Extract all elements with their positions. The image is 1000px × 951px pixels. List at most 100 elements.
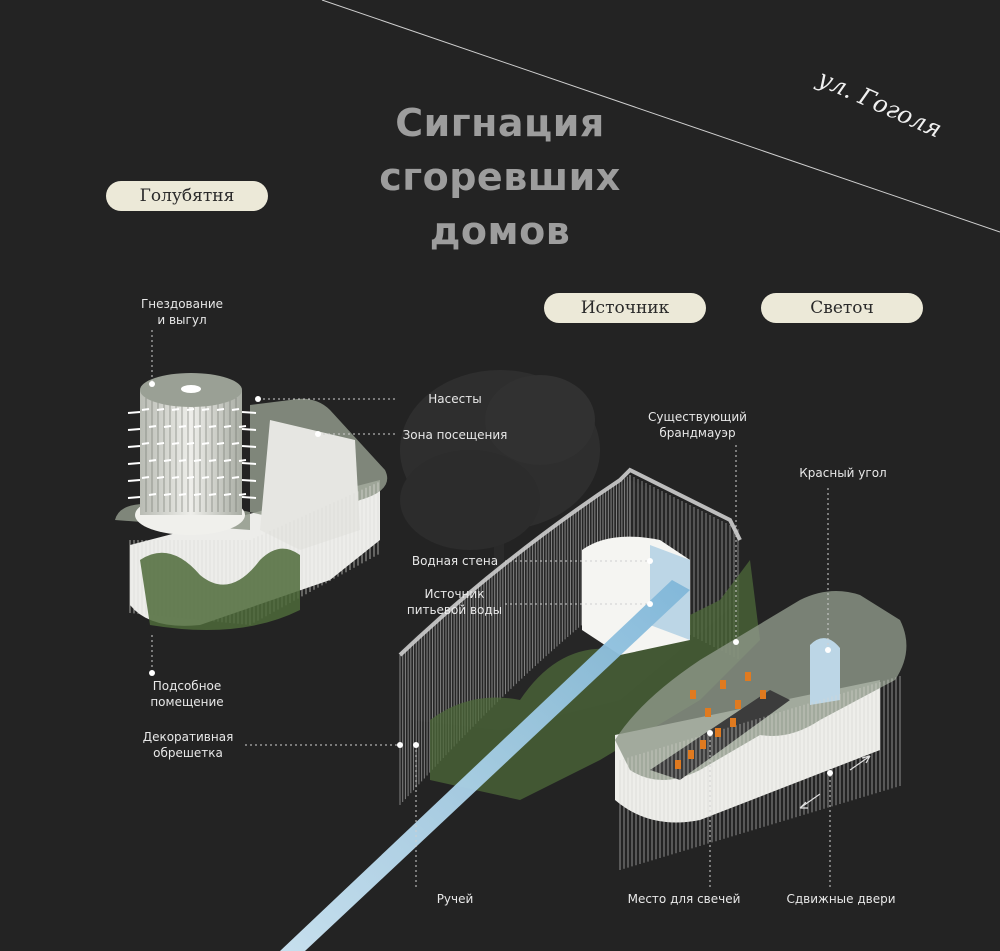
hatch-stroke xyxy=(231,408,240,411)
hatch-stroke xyxy=(208,493,217,496)
hatch-stroke xyxy=(178,459,187,462)
hatch-stroke xyxy=(201,476,210,479)
hatch-stroke xyxy=(156,408,165,411)
hatch-stroke xyxy=(148,425,157,428)
leader-dots xyxy=(149,381,833,776)
label-perches: Насесты xyxy=(428,392,482,406)
candle xyxy=(720,680,726,689)
hatch-stroke xyxy=(148,459,157,462)
hatch-stroke xyxy=(186,476,195,479)
hatch-stroke xyxy=(163,425,172,428)
source-and-beacon-buildings xyxy=(398,467,907,870)
label-candle-place: Место для свечей xyxy=(627,892,741,906)
tag-source: Источник xyxy=(544,293,706,323)
hatch-stroke xyxy=(201,442,210,445)
page-title: Сигнация сгоревших домов xyxy=(300,96,700,258)
leader-lines xyxy=(151,330,831,890)
tag-dovecote: Голубятня xyxy=(106,181,268,211)
candle xyxy=(705,708,711,717)
hatch-stroke xyxy=(216,408,225,411)
label-drinking-water: Источник питьевой воды xyxy=(402,586,507,618)
label-decorative-lattice: Декоративная обрешетка xyxy=(138,729,238,761)
title-line-2: сгоревших xyxy=(379,155,621,199)
candle xyxy=(688,750,694,759)
hatch-stroke xyxy=(127,428,141,431)
hatch-stroke xyxy=(223,425,232,428)
candle xyxy=(715,728,721,737)
label-utility-line-1: Подсобное xyxy=(152,679,222,693)
stream-water xyxy=(280,580,690,951)
hatch-stroke xyxy=(241,479,257,482)
candle xyxy=(700,740,706,749)
label-nesting-line-1: Гнездование xyxy=(140,297,224,311)
street-line xyxy=(321,0,1000,233)
hatch-stroke xyxy=(156,442,165,445)
title-line-1: Сигнация xyxy=(395,101,605,145)
nest-opening xyxy=(181,385,201,393)
label-existing-firewall: Существующий брандмауэр xyxy=(640,409,755,441)
hatch-stroke xyxy=(208,459,217,462)
hatch-stroke xyxy=(171,442,180,445)
greenery xyxy=(140,548,300,630)
sliding-door-arrows xyxy=(799,755,871,809)
label-drinking-line-2: питьевой воды xyxy=(406,603,503,617)
label-sliding-doors: Сдвижные двери xyxy=(786,892,896,906)
label-utility-room: Подсобное помещение xyxy=(137,678,237,710)
hatch-stroke xyxy=(127,445,141,448)
candle xyxy=(675,760,681,769)
hatch-stroke xyxy=(216,442,225,445)
candle xyxy=(745,672,751,681)
label-utility-line-2: помещение xyxy=(150,695,224,709)
hatch-stroke xyxy=(178,425,187,428)
hatch-stroke xyxy=(231,442,240,445)
label-firewall-line-1: Существующий xyxy=(648,410,747,424)
hatch-stroke xyxy=(201,408,210,411)
hatch-stroke xyxy=(193,459,202,462)
dovecote-building xyxy=(115,373,388,630)
label-nesting: Гнездование и выгул xyxy=(132,296,232,328)
hatch-stroke xyxy=(171,476,180,479)
hatch-stroke xyxy=(127,462,141,465)
candle xyxy=(760,690,766,699)
candle xyxy=(690,690,696,699)
label-drinking-line-1: Источник xyxy=(424,587,485,601)
hatch-stroke xyxy=(223,459,232,462)
hatch-stroke xyxy=(193,425,202,428)
hatch-stroke xyxy=(238,425,247,428)
hatch-stroke xyxy=(231,476,240,479)
hatch-stroke xyxy=(241,428,257,431)
hatch-stroke xyxy=(193,493,202,496)
hatch-stroke xyxy=(241,462,257,465)
hatch-stroke xyxy=(186,408,195,411)
candle xyxy=(735,700,741,709)
hatch-stroke xyxy=(241,496,257,499)
label-water-wall: Водная стена xyxy=(411,554,499,568)
hatch-stroke xyxy=(238,459,247,462)
hatch-stroke xyxy=(148,493,157,496)
hatch-stroke xyxy=(141,408,150,411)
hatch-stroke xyxy=(186,442,195,445)
label-red-corner: Красный угол xyxy=(799,466,887,480)
label-firewall-line-2: брандмауэр xyxy=(659,426,736,440)
label-visit-zone: Зона посещения xyxy=(402,428,508,442)
hatch-stroke xyxy=(241,445,257,448)
hatch-stroke xyxy=(216,476,225,479)
label-stream: Ручей xyxy=(436,892,474,906)
hatch-stroke xyxy=(223,493,232,496)
hatch-stroke xyxy=(178,493,187,496)
label-nesting-line-2: и выгул xyxy=(157,313,207,327)
tag-beacon: Светоч xyxy=(761,293,923,323)
title-line-3: домов xyxy=(429,209,571,253)
candle xyxy=(730,718,736,727)
label-lattice-line-1: Декоративная xyxy=(142,730,234,744)
hatch-stroke xyxy=(208,425,217,428)
hatch-stroke xyxy=(163,459,172,462)
hatch-stroke xyxy=(238,493,247,496)
label-lattice-line-2: обрешетка xyxy=(153,746,223,760)
hatch-stroke xyxy=(163,493,172,496)
hatch-stroke xyxy=(171,408,180,411)
hatch-stroke xyxy=(241,411,257,414)
hatch-stroke xyxy=(127,479,141,482)
hatch-stroke xyxy=(141,442,150,445)
